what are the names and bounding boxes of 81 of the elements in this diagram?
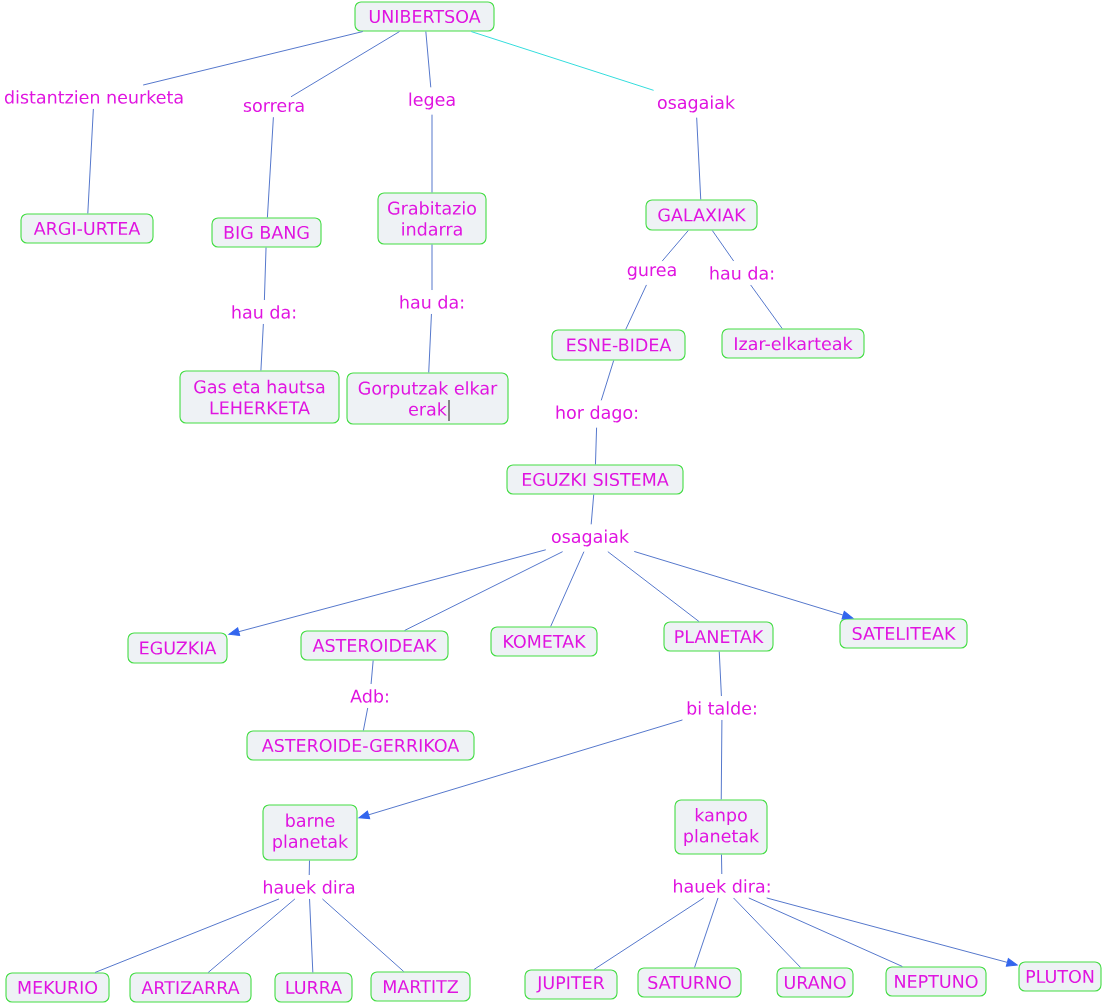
connector-line [428,313,432,373]
connector-line [308,860,310,876]
linking-phrase: hau da: [710,266,774,280]
concept-box: EGUZKI SISTEMA [506,464,684,495]
connector-line [260,323,264,371]
linking-phrase: hor dago: [556,405,637,423]
concept-box: ARGI-URTEA [20,213,154,244]
connector-line [733,897,801,968]
connector-line [425,31,432,88]
linking-phrase: osagaiak [657,95,735,113]
concept-box: SATURNO [637,967,742,998]
connector-line [431,244,433,291]
connector-line [470,31,655,91]
concept-box: PLANETAK [663,621,774,652]
connector-line [661,230,689,262]
linking-phrase: osagaiak [551,529,629,547]
linking-phrase: hauek dira [263,880,355,894]
concept-box: GALAXIAK [645,199,758,231]
arrow [358,719,683,820]
concept-box: ASTEROIDEAK [300,630,449,661]
connector-line [593,897,705,970]
connector-line [718,651,722,697]
linking-phrase: hauek dira: [674,879,770,893]
concept-box: PLUTON [1018,961,1102,992]
connector-line [600,360,615,401]
connector-line [550,551,585,627]
linking-phrase: bi talde: [687,701,756,715]
connector-line [748,897,903,967]
concept-box: Grabitazio indarra [377,192,487,245]
concept-box: Izar-elkarteak [721,328,865,359]
linking-phrase: hau da: [232,305,296,319]
connector-line [266,116,274,218]
connector-line [750,284,783,329]
concept-box: Gas eta hautsa LEHERKETA [179,370,340,424]
linking-phrase: distantzien neurketa [4,90,183,104]
concept-box: kanpo planetak [674,799,768,855]
concept-box: Gorputzak elkar erak [346,372,509,425]
concept-box: MEKURIO [5,972,110,1003]
connector-line [362,707,369,731]
concept-box: barne planetak [262,804,358,861]
concept-box: BIG BANG [211,217,322,248]
concept-box: JUPITER [524,969,618,1000]
connector-line [590,494,595,525]
linking-phrase: gurea [627,266,676,280]
connector-line [696,117,702,200]
concept-box: ARTIZARRA [129,972,252,1003]
connector-line [711,230,735,262]
connector-line [370,660,374,685]
connector-line [290,31,400,98]
connector-line [207,898,296,973]
connector-line [720,719,723,800]
arrow [228,549,547,636]
connector-line [607,551,700,622]
arrow [633,550,854,620]
concept-box: SATELITEAK [839,618,968,649]
concept-box: URANO [776,967,854,998]
connector-line [625,284,647,330]
linking-phrase: legea [409,92,455,110]
concept-box: EGUZKIA [127,632,228,664]
connector-line [431,114,433,193]
linking-phrase: hau da: [400,295,464,309]
arrow [766,897,1018,967]
concept-box: UNIBERTSOA [354,1,495,32]
connector-line [321,898,405,972]
connector-line [594,427,598,465]
concept-box: ESNE-BIDEA [551,329,686,361]
concept-box: KOMETAK [490,626,598,657]
connector-line [694,897,719,968]
linking-phrase: Adb: [350,689,388,703]
connector-line [720,854,723,875]
connector-line [87,108,94,214]
connector-line [263,247,267,301]
connector-line [404,551,564,631]
concept-box: LURRA [274,972,353,1003]
connector-line [142,31,364,86]
connector-line [309,898,314,973]
concept-box: MARTITZ [370,971,471,1002]
concept-box: ASTEROIDE-GERRIKOA [246,730,475,761]
connector-line [94,898,280,973]
concept-box: NEPTUNO [885,966,987,997]
linking-phrase: sorrera [243,102,304,113]
